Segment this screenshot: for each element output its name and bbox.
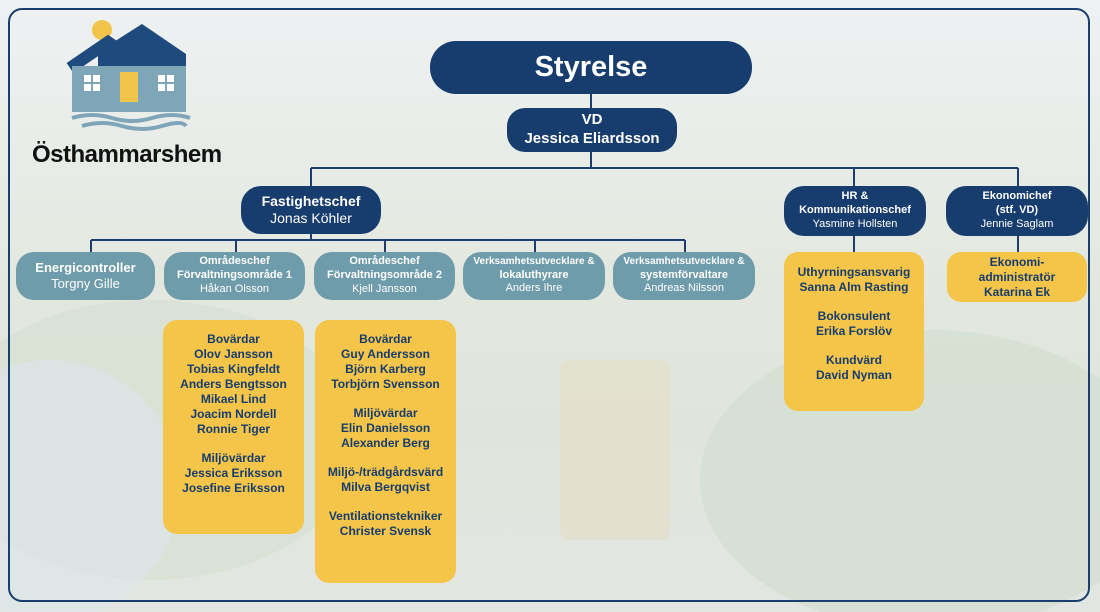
team-member: Ronnie Tiger bbox=[196, 422, 271, 436]
team-member: Sanna Alm Rasting bbox=[799, 280, 909, 294]
team-member: Josefine Eriksson bbox=[182, 481, 285, 495]
finance-role-line2: (stf. VD) bbox=[995, 204, 1039, 217]
team-member: Elin Danielsson bbox=[340, 421, 431, 435]
area1-team-box: Bovärdar Olov Jansson Tobias Kingfeldt A… bbox=[163, 320, 304, 534]
dev1-name: Anders Ihre bbox=[505, 282, 563, 295]
team-member: Torbjörn Svensson bbox=[331, 377, 440, 391]
finance-team-name: Katarina Ek bbox=[983, 284, 1051, 299]
team-member: Anders Bengtsson bbox=[180, 377, 287, 391]
team-member: Tobias Kingfeldt bbox=[186, 362, 281, 376]
osthammarshem-logo-icon bbox=[66, 20, 191, 131]
team-member: Joacim Nordell bbox=[190, 407, 277, 421]
energy-controller-box: Energicontroller Torgny Gille bbox=[16, 252, 155, 300]
team-group-title: Bokonsulent bbox=[817, 309, 891, 323]
ceo-role: VD bbox=[581, 111, 603, 129]
team-member: Erika Forslöv bbox=[815, 324, 893, 338]
developer1-box: Verksamhetsutvecklare & lokaluthyrare An… bbox=[463, 252, 605, 300]
finance-team-role-line2: administratör bbox=[978, 269, 1056, 284]
energy-name: Torgny Gille bbox=[51, 276, 120, 291]
property-manager-role: Fastighetschef bbox=[261, 192, 361, 209]
team-group-title: Miljö-/trädgårdsvärd bbox=[327, 465, 444, 479]
finance-name: Jennie Saglam bbox=[980, 217, 1054, 230]
area2-role-line2: Förvaltningsområde 2 bbox=[327, 269, 442, 282]
team-group-title: Bovärdar bbox=[207, 332, 260, 346]
finance-team-box: Ekonomi- administratör Katarina Ek bbox=[947, 252, 1087, 302]
hr-name: Yasmine Hollsten bbox=[812, 217, 898, 230]
team-member: Christer Svensk bbox=[339, 524, 432, 538]
hr-box: HR & Kommunikationschef Yasmine Hollsten bbox=[784, 186, 926, 236]
team-group-title: Kundvärd bbox=[825, 353, 882, 367]
energy-role: Energicontroller bbox=[35, 259, 136, 275]
team-member: Alexander Berg bbox=[341, 436, 430, 450]
board-box: Styrelse bbox=[430, 41, 752, 94]
developer2-box: Verksamhetsutvecklare & systemförvaltare… bbox=[613, 252, 755, 300]
area1-name: Håkan Olsson bbox=[199, 282, 270, 295]
area1-role-line1: Områdeschef bbox=[199, 255, 270, 268]
area2-team-box: Bovärdar Guy Andersson Björn Karberg Tor… bbox=[315, 320, 456, 583]
team-member: Mikael Lind bbox=[200, 392, 267, 406]
team-group-title: Uthyrningsansvarig bbox=[797, 265, 911, 279]
ceo-name: Jessica Eliardsson bbox=[524, 130, 660, 147]
hr-team-box: Uthyrningsansvarig Sanna Alm Rasting Bok… bbox=[784, 252, 924, 411]
page-frame bbox=[8, 8, 1090, 602]
finance-box: Ekonomichef (stf. VD) Jennie Saglam bbox=[946, 186, 1088, 236]
area2-name: Kjell Jansson bbox=[352, 282, 417, 295]
ceo-box: VD Jessica Eliardsson bbox=[507, 108, 677, 152]
team-member: Guy Andersson bbox=[341, 347, 430, 361]
finance-role-line1: Ekonomichef bbox=[982, 190, 1052, 203]
team-member: Olov Jansson bbox=[194, 347, 273, 361]
team-member: David Nyman bbox=[815, 368, 893, 382]
dev1-role-line2: lokaluthyrare bbox=[499, 268, 569, 281]
dev1-role-line1: Verksamhetsutvecklare & bbox=[473, 256, 595, 267]
team-member: Björn Karberg bbox=[345, 362, 426, 376]
hr-role-line2: Kommunikationschef bbox=[799, 204, 911, 217]
team-member: Milva Bergqvist bbox=[341, 480, 430, 494]
area1-role-line2: Förvaltningsområde 1 bbox=[177, 269, 292, 282]
hr-role-line1: HR & bbox=[841, 190, 869, 203]
property-manager-box: Fastighetschef Jonas Köhler bbox=[241, 186, 381, 234]
board-title: Styrelse bbox=[534, 51, 648, 84]
finance-team-role-line1: Ekonomi- bbox=[989, 254, 1045, 269]
dev2-role-line2: systemförvaltare bbox=[639, 268, 729, 281]
dev2-name: Andreas Nilsson bbox=[643, 282, 725, 295]
brand-name: Östhammarshem bbox=[32, 141, 222, 168]
area2-role-line1: Områdeschef bbox=[349, 255, 420, 268]
area1-manager-box: Områdeschef Förvaltningsområde 1 Håkan O… bbox=[164, 252, 305, 300]
team-group-title: Miljövärdar bbox=[201, 451, 266, 465]
dev2-role-line1: Verksamhetsutvecklare & bbox=[623, 256, 745, 267]
team-member: Jessica Eriksson bbox=[184, 466, 283, 480]
property-manager-name: Jonas Köhler bbox=[270, 210, 352, 226]
team-group-title: Bovärdar bbox=[359, 332, 412, 346]
team-group-title: Ventilationstekniker bbox=[328, 509, 443, 523]
background-tower bbox=[560, 360, 670, 540]
team-group-title: Miljövärdar bbox=[353, 406, 418, 420]
area2-manager-box: Områdeschef Förvaltningsområde 2 Kjell J… bbox=[314, 252, 455, 300]
